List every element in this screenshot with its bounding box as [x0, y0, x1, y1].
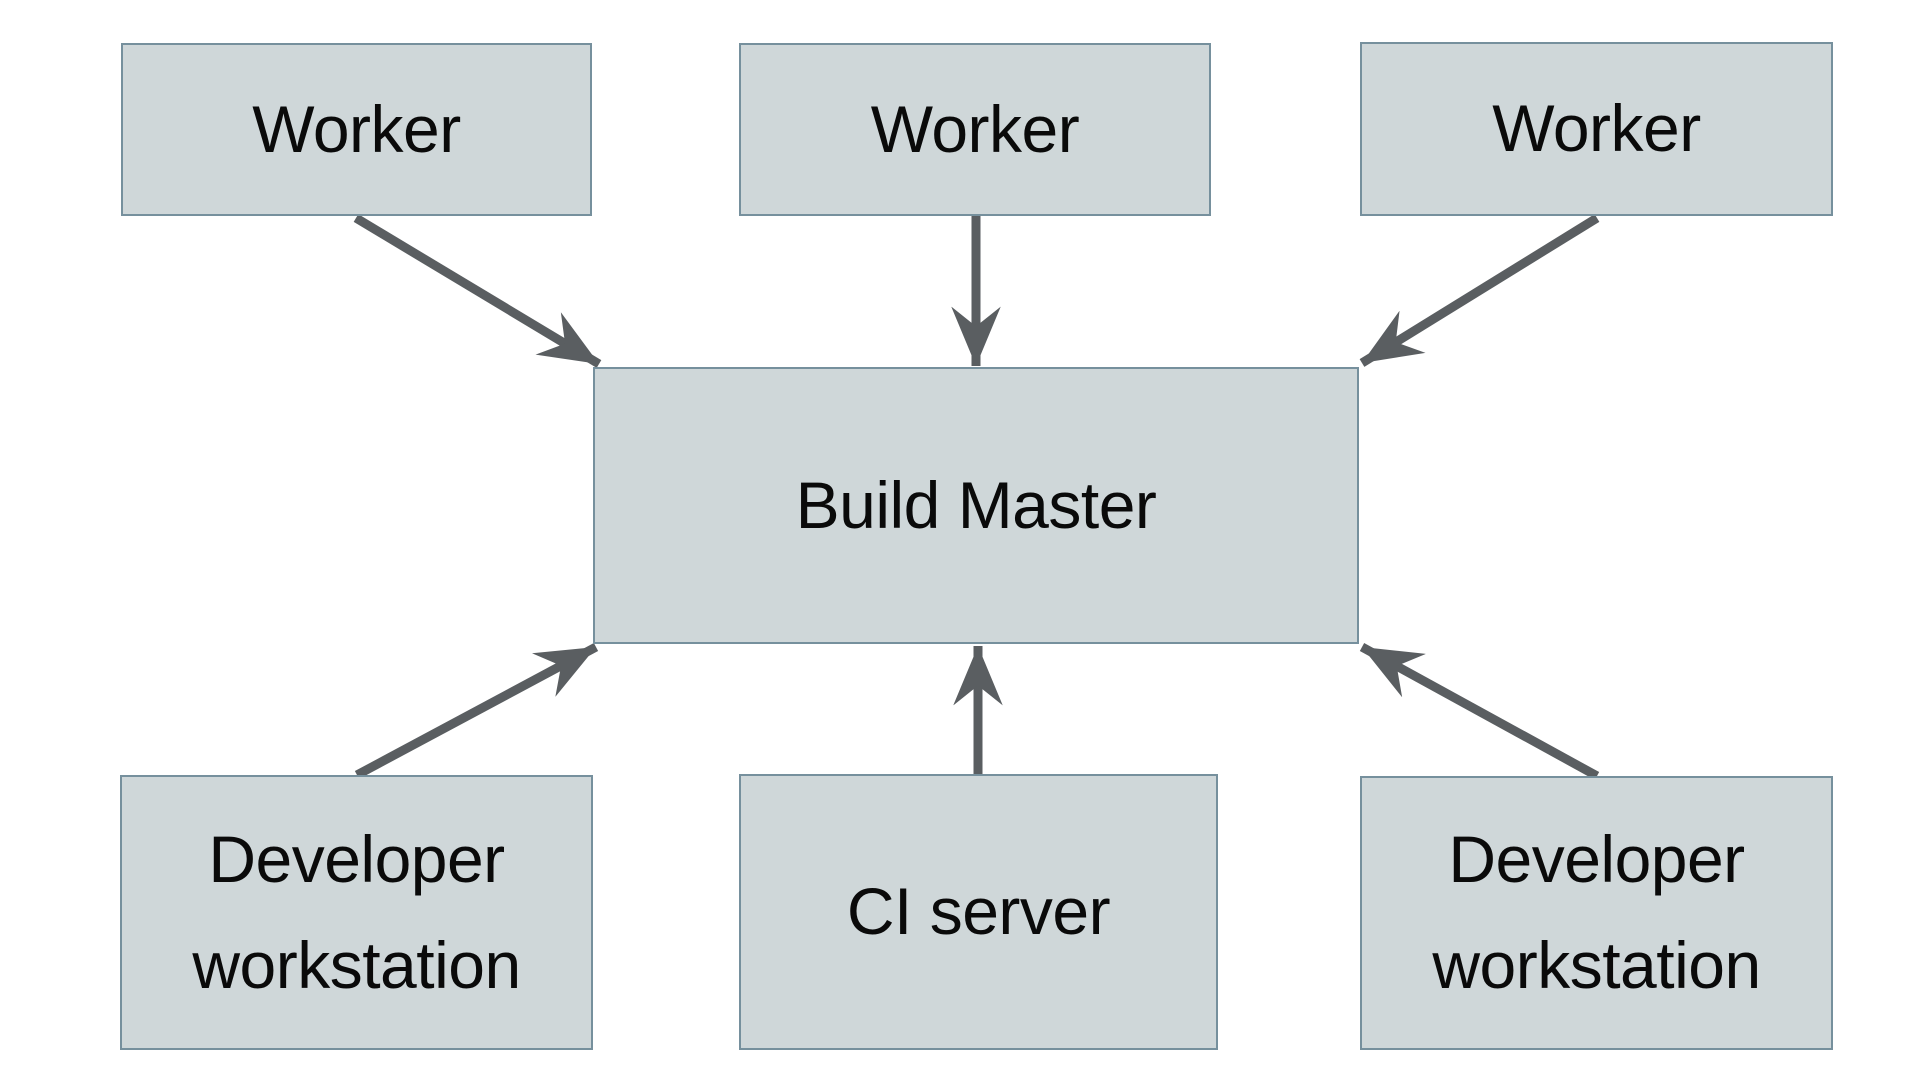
arrow-developer-workstation-2-to-build-master [1359, 643, 1600, 780]
arrow-worker-1-to-build-master [353, 214, 602, 368]
arrow-worker-3-to-build-master [1359, 214, 1600, 367]
node-developer-workstation-2: Developer workstation [1360, 776, 1833, 1050]
node-ci-server: CI server [739, 774, 1218, 1050]
node-label-developer-workstation-2: Developer workstation [1432, 822, 1761, 1002]
node-label-worker-2: Worker [870, 91, 1080, 166]
node-developer-workstation-1: Developer workstation [120, 775, 593, 1050]
arrow-developer-workstation-1-to-build-master [354, 643, 599, 779]
node-build-master: Build Master [593, 367, 1359, 644]
node-label-ci-server: CI server [846, 874, 1111, 949]
node-label-worker-3: Worker [1492, 91, 1701, 166]
node-worker-3: Worker [1360, 42, 1833, 216]
node-label-developer-workstation-1: Developer workstation [192, 821, 521, 1002]
node-label-worker-1: Worker [252, 91, 461, 166]
node-worker-2: Worker [739, 43, 1211, 216]
node-label-build-master: Build Master [795, 467, 1157, 542]
node-worker-1: Worker [121, 43, 592, 216]
